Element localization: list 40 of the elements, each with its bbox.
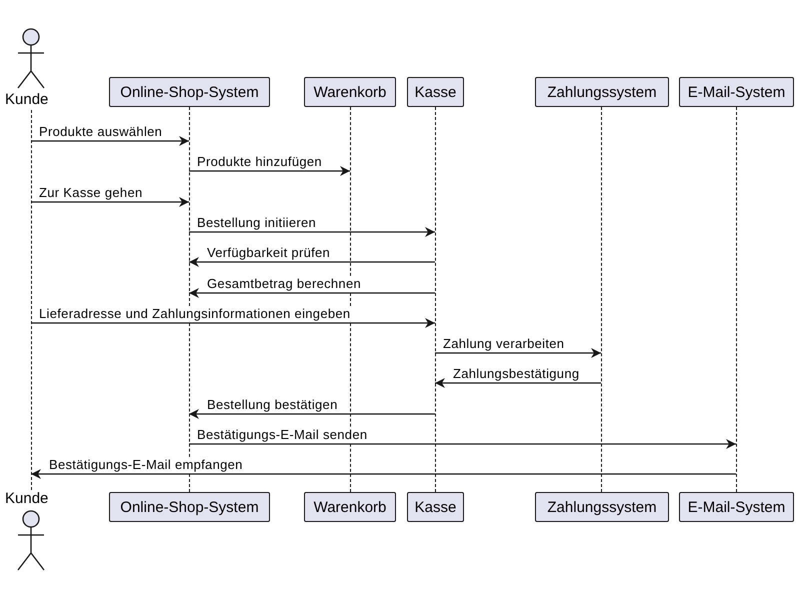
- lifeline: [30, 110, 32, 490]
- message-arrow: [189, 409, 435, 419]
- message-label: Gesamtbetrag berechnen: [206, 276, 362, 291]
- message-label: Verfügbarkeit prüfen: [206, 245, 332, 260]
- message-label: Lieferadresse und Zahlungsinformationen eingeben: [38, 306, 352, 321]
- message-arrow: [31, 197, 189, 207]
- message-label: Zahlung verarbeiten: [442, 336, 566, 351]
- participant-box: Kasse: [407, 492, 464, 522]
- lifeline: [736, 107, 738, 492]
- message-label: Produkte hinzufügen: [196, 154, 323, 169]
- message-label: Zahlungsbestätigung: [452, 366, 580, 381]
- participant-box: Kasse: [407, 77, 464, 107]
- participant-box: E-Mail-System: [679, 77, 794, 107]
- participant-box: Warenkorb: [304, 77, 396, 107]
- message-arrow: [189, 166, 350, 176]
- message-arrow: [189, 288, 435, 298]
- participant-box: Online-Shop-System: [109, 77, 270, 107]
- message-label: Produkte auswählen: [38, 124, 164, 139]
- lifeline: [600, 107, 602, 492]
- message-label: Bestätigungs-E-Mail senden: [196, 427, 368, 442]
- message-label: Bestellung bestätigen: [206, 397, 339, 412]
- message-label: Bestätigungs-E-Mail empfangen: [48, 457, 244, 472]
- message-label: Zur Kasse gehen: [38, 185, 144, 200]
- participant-box: Zahlungssystem: [535, 492, 669, 522]
- message-arrow: [435, 348, 601, 358]
- participant-box: Online-Shop-System: [109, 492, 270, 522]
- participant-box: E-Mail-System: [679, 492, 794, 522]
- message-label: Bestellung initiieren: [196, 215, 318, 230]
- message-arrow: [31, 318, 435, 328]
- actor-label: Kunde: [5, 91, 48, 108]
- message-arrow: [435, 378, 601, 388]
- message-arrow: [189, 227, 435, 237]
- message-arrow: [189, 439, 736, 449]
- lifeline: [434, 107, 436, 492]
- participant-box: Zahlungssystem: [535, 77, 669, 107]
- actor-label: Kunde: [5, 490, 48, 507]
- message-arrow: [189, 257, 435, 267]
- message-arrow: [31, 469, 736, 479]
- participant-box: Warenkorb: [304, 492, 396, 522]
- message-arrow: [31, 136, 189, 146]
